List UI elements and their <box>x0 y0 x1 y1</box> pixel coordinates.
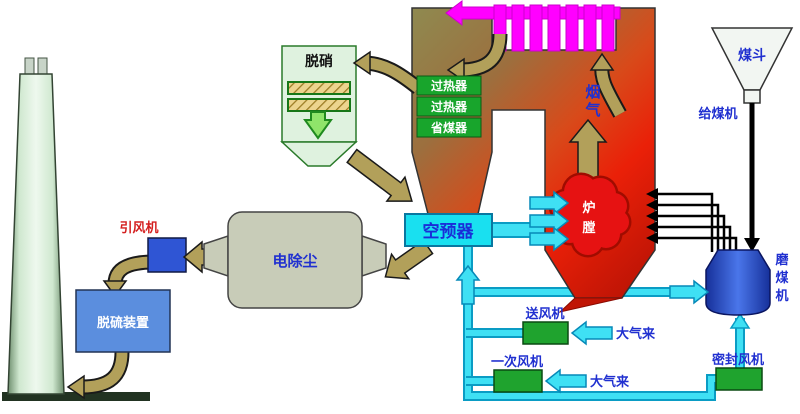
coal-hopper: 煤斗 <box>710 27 794 104</box>
furnace-label: 膛 <box>581 220 595 235</box>
flue-arrow-aph-to-esp <box>384 239 434 280</box>
air-inlet-arrow-fd <box>570 320 613 346</box>
svg-text:烟: 烟 <box>585 84 600 101</box>
fd-fan: 送风机 <box>522 306 569 345</box>
pa-fan: 一次风机 <box>491 354 543 393</box>
coal-mill-label: 机 <box>775 288 788 303</box>
coal-pipes <box>652 192 738 252</box>
fgd-unit: 脱硫装置 <box>75 289 171 353</box>
hot-air-arrows-into-furnace <box>529 190 570 252</box>
svg-text:气: 气 <box>584 101 600 119</box>
fd-fan-label: 送风机 <box>524 306 564 321</box>
air-pipes <box>455 222 751 401</box>
scr-label: 脱硝 <box>305 53 333 69</box>
furnace-bottom-spout <box>558 297 623 313</box>
flue-arrow-furnace-top-curve <box>589 52 627 118</box>
rear-pass-heaters: 过热器 过热器 省煤器 <box>416 75 482 138</box>
pa-fan-label: 一次风机 <box>491 354 543 369</box>
air-up-arrow-to-aph <box>455 264 481 305</box>
id-fan-label: 引风机 <box>119 220 158 235</box>
id-fan: 引风机 <box>119 220 187 273</box>
economizer-label: 省煤器 <box>430 120 468 135</box>
seal-air-arrowhead <box>729 312 751 329</box>
air-inlet-label-2: 大气来 <box>590 374 630 389</box>
superheater-1-label: 过热器 <box>431 78 468 93</box>
coal-mill-label: 煤 <box>775 270 788 285</box>
coal-hopper-label: 煤斗 <box>738 47 766 63</box>
furnace-label: 炉 <box>582 200 595 215</box>
coal-feeder-label: 给煤机 <box>698 106 737 121</box>
air-inlet-arrow-pa <box>544 368 587 394</box>
fgd-label: 脱硫装置 <box>97 315 149 330</box>
coal-mill-label: 磨 <box>775 252 788 267</box>
flue-arrow-scr-to-aph <box>346 148 413 202</box>
flue-arrow-boiler-to-scr <box>352 50 423 94</box>
seal-fan-label: 密封风机 <box>711 352 764 367</box>
coal-mill: 磨 煤 机 <box>705 249 789 316</box>
scr-denitration-unit: 脱硝 <box>280 45 358 167</box>
pendant-superheater-tubes <box>445 0 621 52</box>
esp-unit: 电除尘 <box>203 211 387 309</box>
ground-base <box>2 392 150 401</box>
catalyst-layer-1 <box>287 81 351 95</box>
esp-label: 电除尘 <box>272 252 317 270</box>
flue-arrow-idfan-to-fgd <box>102 254 155 298</box>
coal-pipe-arrowheads <box>646 188 658 244</box>
coal-feeder: 给煤机 <box>698 103 760 252</box>
chimney <box>7 57 65 395</box>
flue-gas-label: 烟 气 <box>584 84 600 119</box>
air-preheater-label: 空预器 <box>423 221 475 241</box>
primary-air-arrow-to-mill <box>669 279 710 305</box>
seal-fan: 密封风机 <box>711 352 764 391</box>
air-inlet-label-1: 大气来 <box>616 326 656 341</box>
air-preheater: 空预器 <box>404 213 493 247</box>
scr-down-arrow <box>303 111 333 140</box>
catalyst-layer-2 <box>287 98 351 112</box>
superheater-2-label: 过热器 <box>431 99 468 114</box>
flue-arrow-fgd-to-chimney <box>66 351 130 400</box>
